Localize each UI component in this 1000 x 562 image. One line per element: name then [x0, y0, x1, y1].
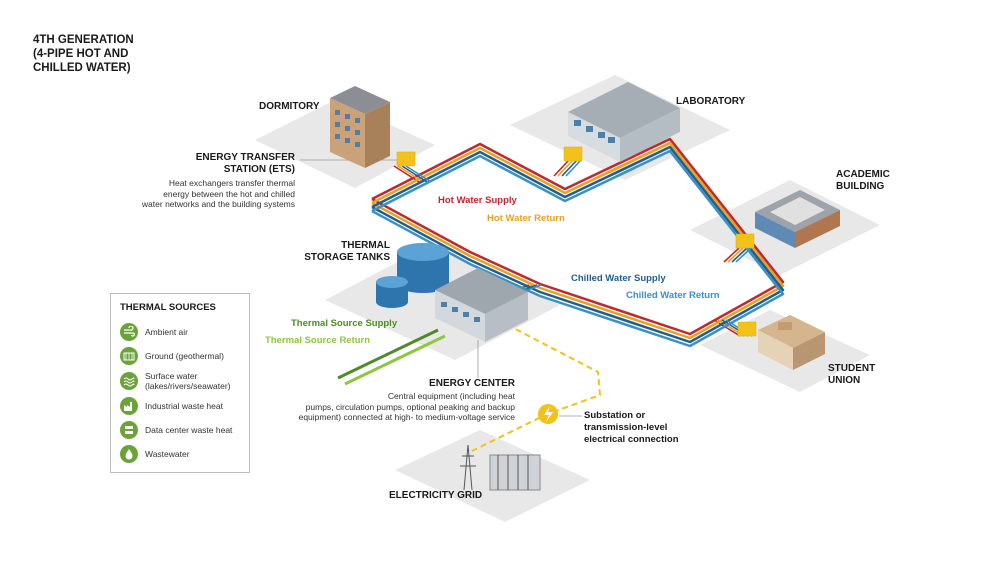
hot-water-supply-label: Hot Water Supply — [438, 195, 517, 206]
laboratory-label: LABORATORY — [676, 96, 746, 107]
wind-icon — [120, 323, 138, 341]
factory-icon — [120, 397, 138, 415]
title-line-3: CHILLED WATER) — [33, 62, 131, 74]
substation-line-2: transmission-level — [584, 422, 668, 433]
student-union-line-1: STUDENT — [828, 363, 876, 374]
legend-item-ground: Ground (geothermal) — [120, 347, 224, 365]
thermal-source-return-pipe — [344, 334, 446, 386]
chilled-water-return-pipe-branch — [735, 247, 752, 263]
legend-label-line-2: (lakes/rivers/seawater) — [145, 381, 231, 391]
ets-student-union — [737, 321, 757, 337]
title-line-2: (4-PIPE HOT AND — [33, 48, 129, 60]
energy-center-desc-line-1: Central equipment (including heat — [387, 391, 515, 401]
legend-title: THERMAL SOURCES — [120, 302, 216, 313]
chilled-water-supply-pipe — [371, 145, 785, 344]
thermal-source-return-label: Thermal Source Return — [265, 335, 371, 346]
student-union-building — [758, 315, 825, 370]
legend-label: Ambient air — [145, 327, 188, 337]
hot-water-return-pipe-branch — [397, 165, 424, 183]
dormitory-building — [330, 86, 390, 168]
ets-desc-line-1: Heat exchangers transfer thermal — [168, 178, 295, 188]
storage-line-2: STORAGE TANKS — [304, 252, 390, 263]
legend-label: Surface water — [145, 371, 198, 381]
academic-line-2: BUILDING — [836, 181, 885, 192]
chilled-water-return-label: Chilled Water Return — [626, 290, 720, 301]
legend-label: Wastewater — [145, 449, 190, 459]
hot-water-supply-pipe-branch — [553, 159, 570, 177]
legend-item-data-center: Data center waste heat — [120, 421, 232, 439]
legend-label: Ground (geothermal) — [145, 351, 224, 361]
substation-line-3: electrical connection — [584, 434, 679, 445]
substation-icon — [538, 404, 558, 424]
legend-item-wastewater: Wastewater — [120, 445, 190, 463]
ets-dormitory — [396, 151, 416, 167]
storage-line-1: THERMAL — [341, 240, 390, 251]
energy-center-desc-line-3: equipment) connected at high- to medium-… — [298, 412, 515, 422]
diagram-title: 4TH GENERATION (4-PIPE HOT AND CHILLED W… — [33, 33, 134, 75]
thermal-storage-label: THERMAL STORAGE TANKS — [280, 240, 390, 264]
hot-water-return-pipe — [371, 141, 785, 340]
server-icon — [120, 421, 138, 439]
ground-icon — [120, 347, 138, 365]
academic-building — [755, 190, 840, 248]
chilled-water-return-pipe-branch — [405, 165, 432, 183]
legend-label: Data center waste heat — [145, 425, 233, 435]
chilled-water-return-pipe — [371, 149, 785, 348]
thermal-source-supply-pipe — [337, 328, 439, 380]
ets-desc-line-2: energy between the hot and chilled — [163, 188, 295, 199]
student-union-label: STUDENT UNION — [828, 363, 875, 387]
hot-water-supply-pipe-branch — [723, 247, 740, 263]
thermal-storage-tanks — [376, 243, 449, 308]
chilled-water-supply-pipe-branch — [401, 165, 428, 183]
energy-center-desc-line-2: pumps, circulation pumps, optional peaki… — [305, 401, 515, 412]
laboratory-building — [568, 82, 680, 162]
ets-title-line-2: STATION (ETS) — [223, 164, 295, 175]
legend-item-surface-water: Surface water (lakes/rivers/seawater) — [120, 371, 231, 391]
hot-water-return-pipe-branch — [557, 159, 574, 177]
thermal-source-supply-label: Thermal Source Supply — [291, 318, 398, 329]
legend-item-ambient-air: Ambient air — [120, 323, 188, 341]
academic-line-1: ACADEMIC — [836, 169, 890, 180]
ets-title-line-1: ENERGY TRANSFER — [195, 152, 295, 163]
hot-water-return-pipe-branch — [727, 247, 744, 263]
legend-label: Industrial waste heat — [145, 401, 223, 411]
hot-water-supply-pipe — [371, 137, 785, 336]
ets-callout: ENERGY TRANSFER STATION (ETS) Heat excha… — [110, 152, 295, 210]
chilled-water-supply-pipe-branch — [731, 247, 748, 263]
water-drop-icon — [120, 445, 138, 463]
hot-water-return-label: Hot Water Return — [487, 213, 565, 224]
electricity-grid — [460, 444, 541, 491]
energy-center-building — [435, 268, 528, 342]
student-union-line-2: UNION — [828, 375, 861, 386]
substation-label: Substation or transmission-level electri… — [584, 410, 679, 446]
chilled-water-supply-pipe-branch — [561, 159, 578, 177]
academic-building-label: ACADEMIC BUILDING — [836, 169, 890, 193]
title-line-1: 4TH GENERATION — [33, 34, 134, 46]
dormitory-label: DORMITORY — [259, 101, 320, 112]
ets-desc-line-3: water networks and the building systems — [141, 199, 295, 209]
chilled-water-supply-label: Chilled Water Supply — [571, 273, 666, 284]
energy-center-callout: ENERGY CENTER Central equipment (includi… — [270, 378, 515, 423]
chilled-water-return-pipe-branch — [565, 159, 582, 177]
electrical-connection-line — [469, 319, 602, 453]
ets-academic — [735, 233, 755, 249]
thermal-sources-legend: THERMAL SOURCES Ambient air Ground (geot… — [110, 293, 250, 473]
electricity-grid-label: ELECTRICITY GRID — [389, 490, 483, 501]
energy-center-title: ENERGY CENTER — [429, 378, 515, 389]
ets-laboratory — [563, 146, 583, 162]
hot-water-supply-pipe-branch — [393, 165, 420, 183]
legend-item-industrial-waste-heat: Industrial waste heat — [120, 397, 223, 415]
water-waves-icon — [120, 372, 138, 390]
substation-line-1: Substation or — [584, 410, 646, 421]
ets-units — [396, 146, 757, 337]
